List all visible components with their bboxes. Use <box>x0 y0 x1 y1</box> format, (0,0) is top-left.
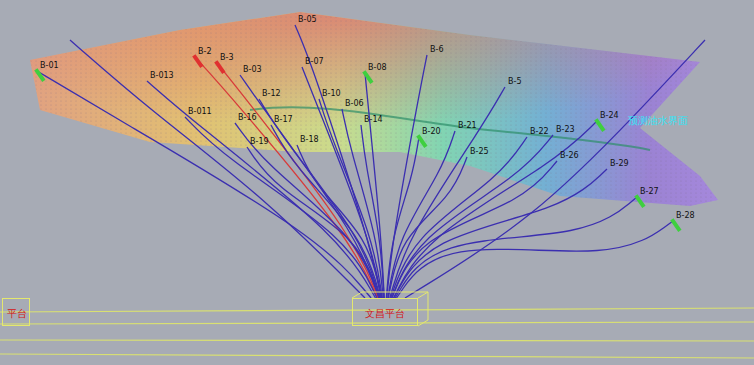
well-path <box>394 169 607 298</box>
well-name: B-07 <box>305 58 324 66</box>
platform-box: 平台 <box>2 298 30 326</box>
well-marker <box>192 54 203 68</box>
well-name: B-25 <box>470 148 489 156</box>
well-name: B-21 <box>458 122 477 130</box>
well-path <box>271 125 380 298</box>
platform-name: 平台 <box>7 308 25 319</box>
well-marker <box>594 118 605 132</box>
well-name: B-22 <box>530 128 549 136</box>
well-marker <box>362 70 373 84</box>
well-path <box>297 145 381 298</box>
well-path <box>70 40 365 298</box>
well-name: B-18 <box>300 136 319 144</box>
well-path <box>392 161 557 298</box>
surface-grid <box>30 12 718 206</box>
well-name: B-03 <box>243 66 262 74</box>
well-name: B-12 <box>262 90 281 98</box>
wireframe-edge <box>362 292 428 293</box>
platform-wireframe <box>352 292 428 326</box>
well-name: B-23 <box>556 126 575 134</box>
well-path <box>395 197 637 298</box>
well-path <box>147 81 375 298</box>
well-trajectories <box>34 25 705 298</box>
well-marker <box>34 68 45 82</box>
well-name: B-011 <box>188 108 212 116</box>
well-path <box>247 147 379 298</box>
well-path <box>387 55 427 298</box>
well-name: B-14 <box>364 116 383 124</box>
well-name: B-06 <box>345 100 364 108</box>
well-name: B-10 <box>322 90 341 98</box>
seafloor-line <box>0 354 754 358</box>
well-name: B-01 <box>40 62 59 70</box>
well-name: B-26 <box>560 152 579 160</box>
well-path <box>195 57 377 298</box>
wireframe-edge <box>418 292 428 298</box>
well-path <box>185 117 377 298</box>
well-path <box>405 40 705 298</box>
reservoir-surface <box>30 12 718 206</box>
well-name: B-08 <box>368 64 387 72</box>
well-name: B-2 <box>198 48 211 56</box>
well-path <box>342 109 383 298</box>
well-marker <box>634 194 645 208</box>
platform-name: 文昌平台 <box>357 308 413 319</box>
well-name: B-16 <box>238 114 257 122</box>
seafloor-lines <box>0 308 754 358</box>
surface-top-shade <box>30 12 718 206</box>
seafloor-line <box>0 322 754 324</box>
well-name: B-6 <box>430 46 443 54</box>
well-marker <box>214 60 225 74</box>
well-name: B-05 <box>298 16 317 24</box>
seafloor-line <box>0 340 754 341</box>
surface-label: 预测油水界面 <box>628 116 688 126</box>
well-path <box>397 221 673 298</box>
well-path <box>393 121 597 298</box>
well-name: B-29 <box>610 160 629 168</box>
wireframe-edge <box>418 320 428 326</box>
well-name: B-28 <box>676 212 695 220</box>
well-name: B-19 <box>250 138 269 146</box>
platform-box: 文昌平台 <box>352 298 418 326</box>
well-name: B-17 <box>274 116 293 124</box>
well-path <box>235 123 379 298</box>
well-name: B-24 <box>600 112 619 120</box>
surface-fill <box>30 12 718 206</box>
well-marker <box>670 218 681 232</box>
well-marker <box>416 134 427 148</box>
wireframe-edge <box>428 292 429 320</box>
well-name: B-27 <box>640 188 659 196</box>
well-name: B-013 <box>150 72 174 80</box>
well-name: B-5 <box>508 78 521 86</box>
well-name: B-3 <box>220 54 233 62</box>
well-name: B-20 <box>422 128 441 136</box>
well-path <box>217 63 378 298</box>
